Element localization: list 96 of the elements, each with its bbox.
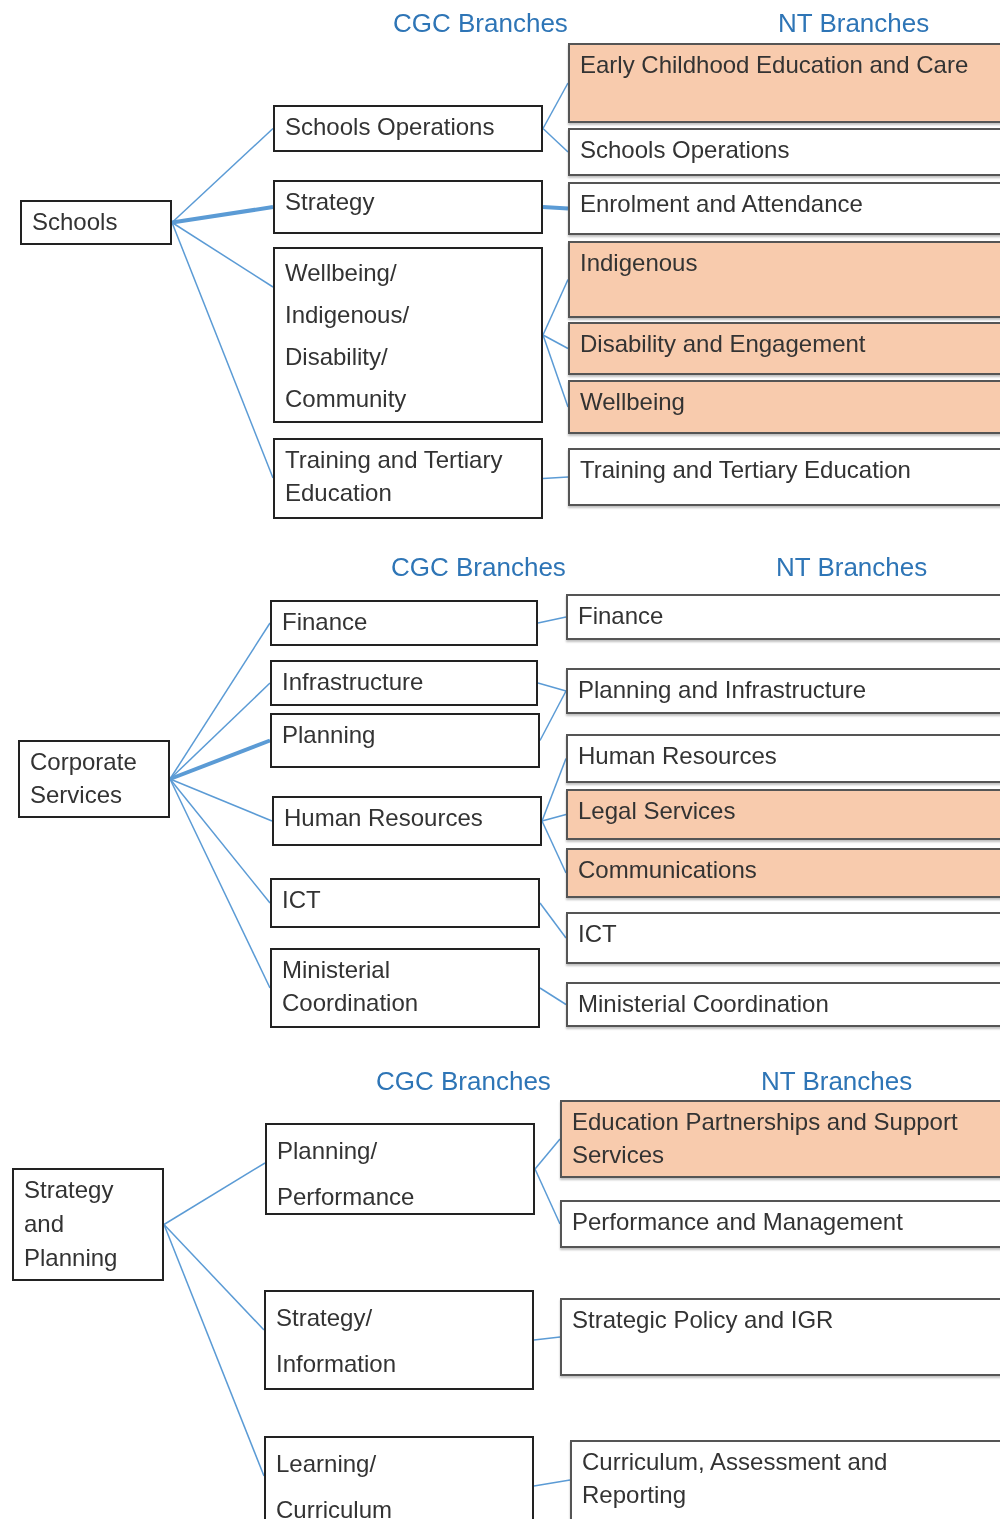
branch-name: Learning/ Curriculum [276,1449,392,1519]
branch-box [20,200,172,245]
connector-line [534,1138,561,1170]
branch-box [570,1440,1000,1519]
connector-line [169,738,271,781]
branch-box [566,912,1000,964]
branch-name: Strategic Policy and IGR [572,1305,835,1335]
column-heading: CGC Branches [393,8,568,39]
branch-name: Finance [282,607,369,637]
connector-line [534,1168,561,1225]
connector-line [542,334,569,350]
branch-box [270,878,540,928]
branch-name: Wellbeing [580,387,686,417]
branch-name: Enrolment and Attendance [580,189,864,219]
branch-box [568,241,1000,318]
branch-name: Performance and Management [572,1207,904,1237]
branch-box [566,594,1000,640]
branch-box [273,105,543,152]
branch-box [568,322,1000,375]
branch-name: Legal Services [578,796,737,826]
column-heading: CGC Branches [376,1066,551,1097]
branch-name: Strategy [285,187,376,217]
branch-name: Schools [32,207,119,237]
branch-name: Strategy/ Information [276,1303,397,1379]
branch-box [566,789,1000,840]
branch-box [566,848,1000,898]
branch-box [568,43,1000,123]
connector-line [542,127,569,153]
branch-name: ICT [578,919,618,949]
branch-name: Ministerial Coordination [282,955,420,1018]
branch-name: Early Childhood Education and Care [580,50,970,80]
branch-name: Schools Operations [580,135,791,165]
connector-line [533,1336,561,1341]
branch-name: Training and Tertiary Education [580,455,912,485]
branch-box [12,1168,164,1281]
branch-box [560,1298,1000,1376]
branch-box [566,668,1000,714]
connector-line [539,902,567,939]
connector-line [537,682,567,692]
branch-box [273,247,543,423]
branch-box [560,1200,1000,1248]
column-heading: NT Branches [776,552,928,583]
branch-box [566,734,1000,783]
branch-name: Education Partnerships and Support Services [572,1107,959,1170]
branch-box [272,796,542,846]
column-heading: NT Branches [778,8,930,39]
branch-box [568,380,1000,434]
branch-name: Infrastructure [282,667,425,697]
connector-line [171,221,274,288]
branch-name: Planning [282,720,377,750]
branch-name: Planning/ Performance [277,1136,415,1212]
branch-name: Communications [578,855,758,885]
branch-name: Schools Operations [285,112,496,142]
connector-line [163,1223,265,1331]
branch-box [264,1436,534,1519]
branch-name: Indigenous [580,248,699,278]
branch-name: Finance [578,601,665,631]
connector-line [169,778,271,904]
branch-box [273,438,543,519]
branch-box [264,1290,534,1390]
branch-box [568,448,1000,506]
connector-line [533,1479,571,1487]
branch-box [18,740,170,818]
column-heading: NT Branches [761,1066,913,1097]
connector-line [171,205,274,225]
connector-line [169,778,273,822]
connector-line [541,813,567,822]
branch-box [568,182,1000,235]
branch-name: Human Resources [578,741,778,771]
branch-box [270,600,538,646]
branch-name: ICT [282,885,322,915]
column-heading: CGC Branches [391,552,566,583]
branch-name: Curriculum, Assessment and Reporting [582,1447,889,1510]
branch-box [270,713,540,768]
connector-line [542,476,569,480]
branch-box [568,128,1000,176]
branch-name: Corporate Services [30,747,138,810]
branch-box [273,180,543,234]
branch-name: Planning and Infrastructure [578,675,868,705]
connector-line [542,205,569,211]
branch-box [265,1123,535,1215]
branch-name: Wellbeing/ Indigenous/ Disability/ Community [285,258,410,414]
branch-name: Ministerial Coordination [578,989,830,1019]
branch-box [270,948,540,1028]
branch-name: Training and Tertiary Education [285,445,504,508]
connector-line [542,82,569,130]
connector-line [537,616,567,624]
branch-name: Human Resources [284,803,484,833]
branch-box [560,1100,1000,1178]
connector-line [163,1162,266,1226]
branch-box [270,660,538,706]
connector-line [541,820,567,874]
connector-line [539,987,567,1006]
branch-name: Disability and Engagement [580,329,867,359]
branch-box [566,982,1000,1027]
branch-name: Strategy and Planning [24,1175,118,1273]
